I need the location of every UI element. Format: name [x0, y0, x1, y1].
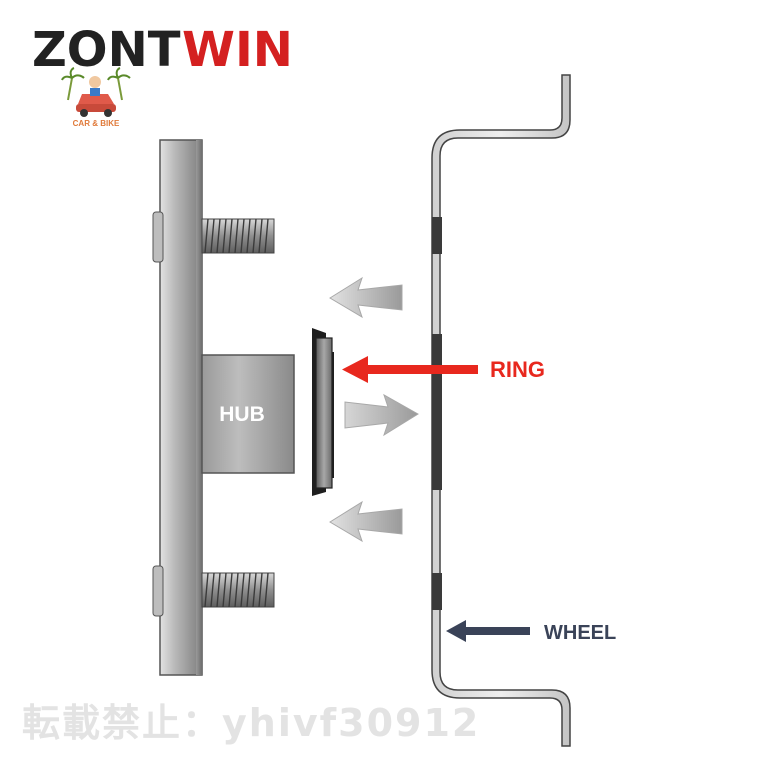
car-bike-badge: CAR & BIKE: [61, 67, 131, 128]
figure-icon: [89, 76, 101, 96]
stud-top: [201, 218, 275, 254]
ring-label: RING: [490, 357, 545, 382]
brand-name-part1: ZONT: [32, 22, 181, 74]
palm-tree-icon: [61, 67, 131, 101]
hub-label: HUB: [219, 403, 265, 426]
badge-text: CAR & BIKE: [73, 119, 120, 128]
brand-logo: ZONT WIN: [32, 22, 293, 74]
hub-centric-ring: [312, 328, 334, 496]
watermark: 転載禁止：yhivf30912: [22, 701, 481, 745]
brand-name-part2: WIN: [182, 22, 293, 74]
hub-pilot: HUB: [201, 354, 295, 474]
motion-arrow-left-top: [329, 276, 403, 319]
wheel-label: WHEEL: [544, 622, 616, 644]
stud-bottom: [201, 572, 275, 608]
motion-arrow-right-middle: [344, 393, 419, 437]
hub-flange: [152, 139, 203, 676]
car-icon: [76, 94, 116, 117]
wheel-arrow: [446, 620, 530, 642]
ring-arrow: [342, 356, 478, 383]
motion-arrow-left-bottom: [329, 500, 403, 543]
wheel-profile: [431, 74, 571, 747]
